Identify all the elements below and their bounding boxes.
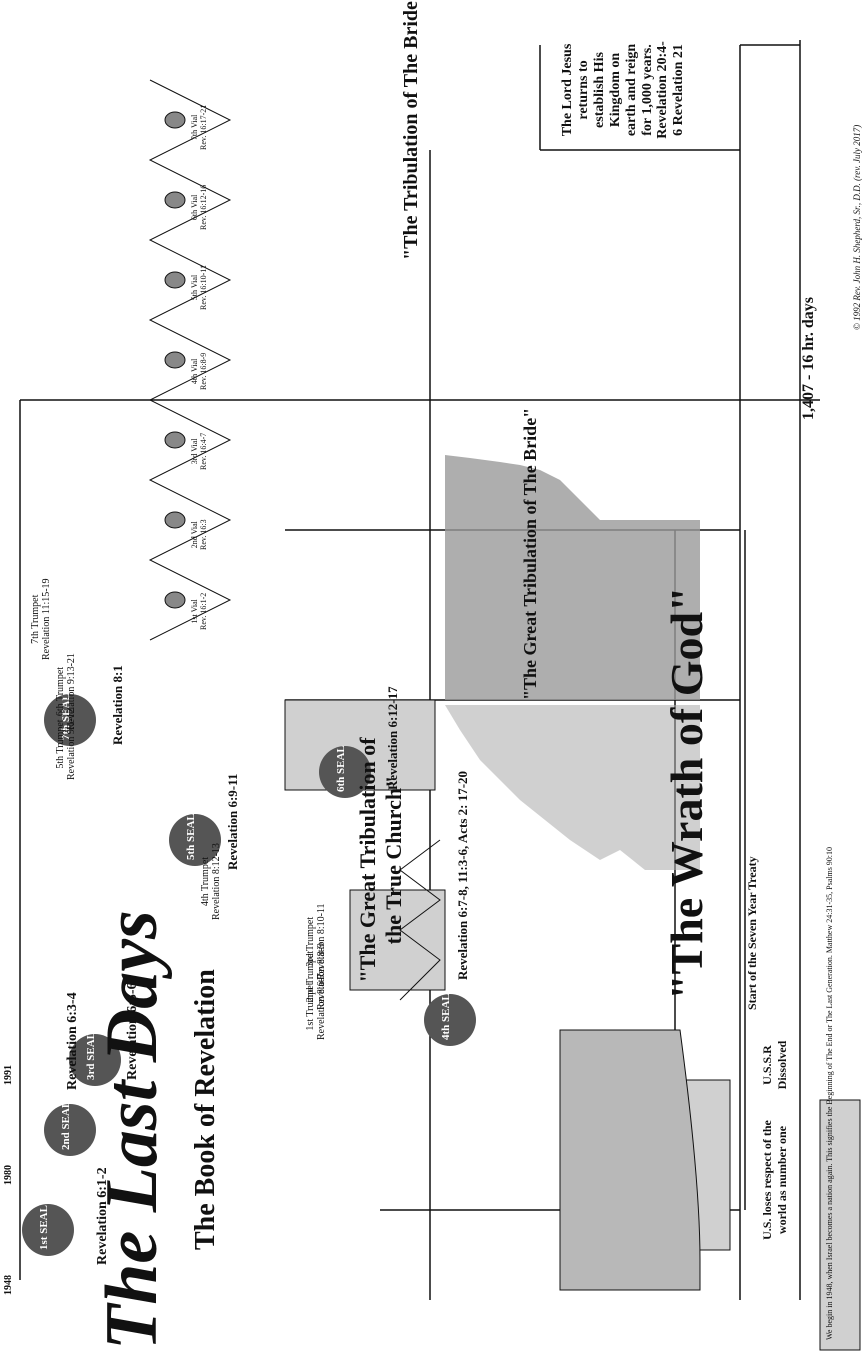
- seal-peaks: [399, 839, 441, 1001]
- wrath-of-god-title: "The Wrath of God": [661, 586, 712, 1000]
- seal-1-circle: [22, 1204, 74, 1256]
- seal-6-label: 6th SEAL: [335, 745, 347, 792]
- seal-2-ref: Revelation 6:3-4: [65, 992, 80, 1090]
- we-begin-box: [819, 1099, 861, 1351]
- seal-2-label: 2nd SEAL: [60, 1100, 72, 1150]
- year-1980: 1980: [3, 1165, 14, 1185]
- year-1991: 1991: [3, 1065, 14, 1085]
- ussr-curve: [559, 1029, 701, 1291]
- trib-church-box: [349, 889, 446, 991]
- seal-4-label: 4th SEAL: [440, 993, 452, 1040]
- lord-returns: The Lord Jesus returns to establish His …: [560, 43, 655, 137]
- seal-6-circle: [319, 746, 371, 798]
- seal-5-circle: [169, 814, 221, 866]
- great-trib-bride: "The Great Tribulation of The Bride": [520, 407, 540, 700]
- seal-2-circle: [44, 1104, 96, 1156]
- wrath-of-god-band: [445, 455, 700, 870]
- seal-4-circle: [424, 994, 476, 1046]
- d1407-label: 1,407 - 16 hr. days: [800, 297, 817, 420]
- seal-3-circle: [69, 1034, 121, 1086]
- seal-5-ref: Revelation 6:9-11: [225, 773, 240, 870]
- year-1948: 1948: [3, 1275, 14, 1295]
- us-label: U.S. loses respect of the world as numbe…: [760, 1120, 789, 1240]
- seal-1-label: 1st SEAL: [38, 1205, 50, 1250]
- start-treaty-label: Start of the Seven Year Treaty: [745, 856, 759, 1010]
- great-trib-true-church: "The Great Tribulation of the True Churc…: [355, 737, 406, 983]
- lord-ref: Revelation 20:4-6 Revelation 21: [655, 41, 686, 139]
- seal-3-ref: Revelation 6:5-6: [125, 982, 140, 1080]
- seal-5-label: 5th SEAL: [185, 813, 197, 860]
- seal-1-ref: Revelation 6:1-2: [95, 1167, 110, 1265]
- seal-3-label: 3rd SEAL: [85, 1032, 97, 1080]
- ussr-label: U.S.S.R Dissolved: [760, 1040, 789, 1090]
- vials-row: [164, 111, 186, 609]
- vials-zigzag: [148, 79, 232, 641]
- seal-circles: [22, 694, 476, 1256]
- we-begin-text: We begin in 1948, when Israel becomes a …: [825, 846, 834, 1340]
- page-title: The Last Days: [91, 910, 173, 1350]
- seal-7-ref: Revelation 8:1: [110, 665, 125, 745]
- seal-4-ref: Revelation 6:7-8, 11:3-6, Acts 2: 17-20: [455, 770, 470, 980]
- trib-of-bride: "The Tribulation of The Bride": [400, 0, 422, 260]
- seal-7-circle: [44, 694, 96, 746]
- copyright: © 1992 Rev. John H. Shepherd, Sr., D.D. …: [852, 124, 862, 330]
- page-subtitle: The Book of Revelation: [190, 969, 221, 1250]
